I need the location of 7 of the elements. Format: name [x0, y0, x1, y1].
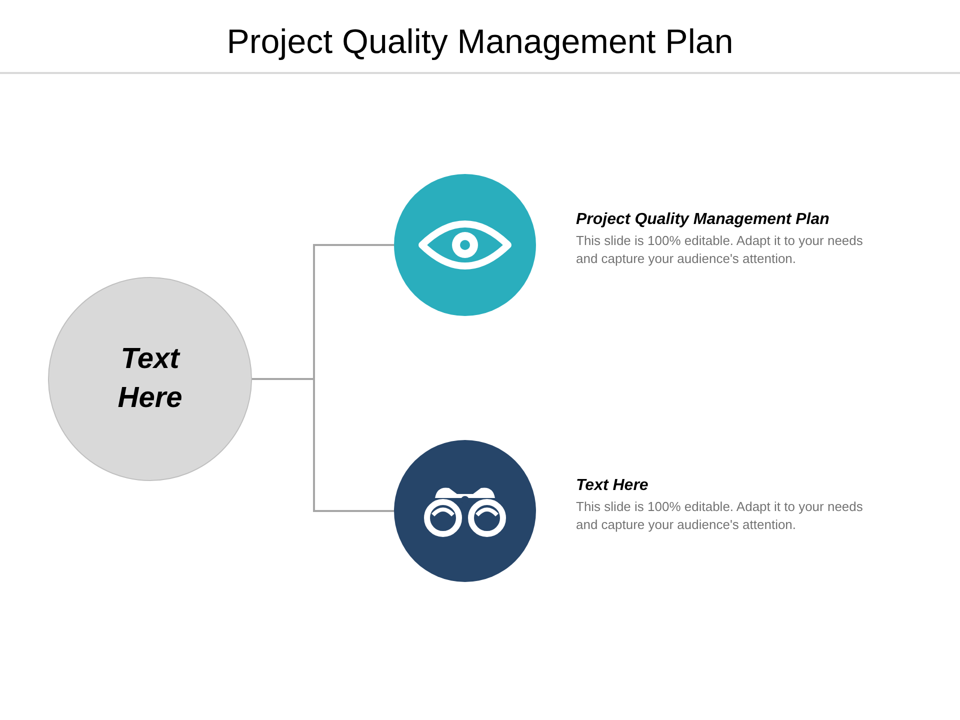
node-label: Text Here [116, 342, 184, 416]
slide-title: Project Quality Management Plan [226, 22, 734, 63]
connector-line [252, 378, 394, 512]
item-description: This slide is 100% editable. Adapt it to your needs and capture your audience's attention. [576, 498, 864, 534]
item-heading: Project Quality Management Plan [576, 210, 830, 230]
item-description: This slide is 100% editable. Adapt it to your needs and capture your audience's attention. [576, 232, 864, 268]
item-heading: Text Here [576, 476, 650, 496]
